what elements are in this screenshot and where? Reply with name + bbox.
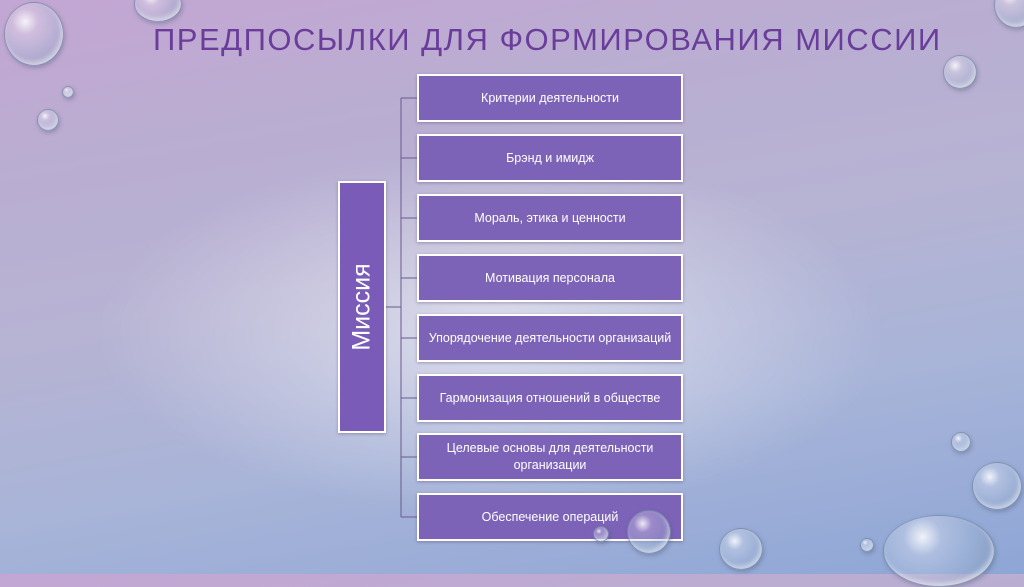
diagram-item-activity-criteria: Критерии деятельности — [417, 74, 683, 122]
bubble-decoration — [62, 86, 74, 98]
diagram-connectors — [386, 97, 417, 518]
diagram-item-staff-motivation: Мотивация персонала — [417, 254, 683, 302]
mission-root-box: Миссия — [338, 181, 386, 433]
mission-root-label: Миссия — [347, 263, 376, 351]
bubble-decoration — [719, 528, 763, 570]
bubble-decoration — [883, 515, 995, 587]
diagram-item-social-harmony: Гармонизация отношений в обществе — [417, 374, 683, 422]
slide-title: ПРЕДПОСЫЛКИ ДЛЯ ФОРМИРОВАНИЯ МИССИИ — [153, 22, 942, 57]
bubble-decoration — [4, 2, 64, 66]
diagram-item-target-foundations: Целевые основы для деятельности организа… — [417, 433, 683, 481]
bubble-decoration — [627, 510, 671, 554]
bubble-decoration — [860, 538, 874, 552]
bubble-decoration — [972, 462, 1022, 510]
bubble-decoration — [37, 109, 59, 131]
diagram-item-ethics-values: Мораль, этика и ценности — [417, 194, 683, 242]
bubble-decoration — [943, 55, 977, 89]
bubble-decoration — [951, 432, 971, 452]
diagram-item-ordering-activities: Упорядочение деятельности организаций — [417, 314, 683, 362]
bubble-decoration — [593, 526, 609, 542]
diagram-item-brand-image: Брэнд и имидж — [417, 134, 683, 182]
